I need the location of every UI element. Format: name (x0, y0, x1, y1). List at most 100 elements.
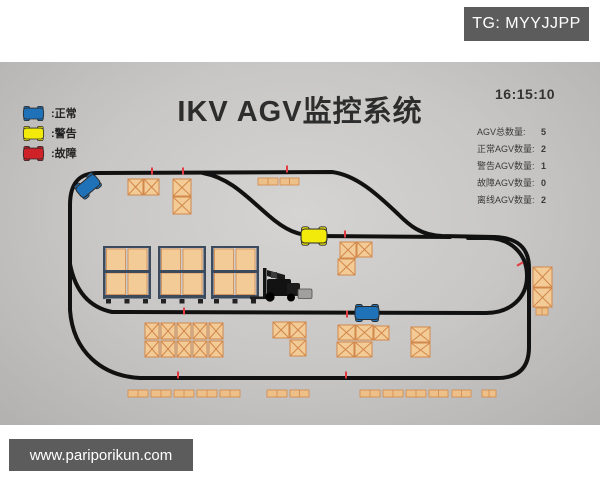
stat-label-fault: 故障AGV数量: (477, 178, 535, 188)
legend-item-normal: :正常 (20, 103, 77, 123)
crate-stacks (127, 178, 553, 358)
pallet (219, 389, 241, 398)
stat-row-normal: 正常AGV数量: 2 (477, 140, 546, 157)
station-mark (177, 371, 179, 379)
rack (211, 246, 259, 304)
crate (336, 341, 355, 358)
stat-value-warning: 1 (541, 160, 547, 171)
legend-label-fault: :故障 (51, 148, 77, 160)
status-legend: :正常 :警告 :故障 (20, 103, 77, 163)
pallet (173, 389, 195, 398)
stat-value-total: 5 (541, 126, 547, 137)
crate (373, 325, 390, 341)
agv-normal-icon (22, 105, 45, 121)
rack (103, 246, 151, 304)
stat-row-offline: 离线AGV数量: 2 (477, 191, 546, 208)
station-mark (183, 307, 185, 315)
crate (176, 322, 192, 340)
crate (208, 322, 224, 340)
agv-warning-icon (22, 125, 45, 141)
crate (144, 322, 160, 340)
crate (192, 322, 208, 340)
crate (355, 324, 374, 341)
station-mark (286, 165, 288, 173)
page-title: IKV AGV监控系统 (177, 96, 423, 128)
agv-warning (300, 226, 328, 246)
crate (143, 178, 160, 196)
crate (176, 340, 192, 358)
site-watermark-label: www.pariporikun.com (29, 446, 173, 464)
pallet (196, 389, 218, 398)
tg-banner-label: TG: MYYJJPP (472, 15, 581, 32)
pallet (405, 389, 427, 398)
pallet (289, 389, 310, 398)
crate (339, 241, 357, 259)
agv-vehicles (74, 172, 380, 322)
crate (337, 324, 356, 341)
crate (172, 196, 192, 215)
legend-label-warning: :警告 (51, 128, 77, 140)
pallet (481, 389, 497, 398)
station-mark (344, 230, 346, 238)
pallet (359, 389, 381, 398)
pallet (382, 389, 404, 398)
track-outer-loop (68, 170, 531, 380)
legend-item-warning: :警告 (20, 123, 77, 143)
agv-warning-glyph (22, 125, 45, 141)
track-inner-line (68, 236, 529, 315)
stat-label-warning: 警告AGV数量: (477, 161, 535, 171)
empty-pallets (127, 177, 549, 398)
crate (354, 341, 373, 358)
forklift-icon (250, 268, 313, 302)
crate (410, 326, 431, 343)
agv-normal (74, 172, 102, 200)
stat-row-warning: 警告AGV数量: 1 (477, 157, 546, 174)
crate (337, 258, 356, 276)
pallet (257, 177, 279, 186)
pallet (127, 389, 149, 398)
crate (289, 339, 307, 357)
clock-display: 16:15:10 (495, 86, 556, 102)
tg-banner: TG: MYYJJPP (464, 7, 589, 41)
crate (160, 340, 176, 358)
crate (272, 321, 290, 339)
pallet (428, 389, 449, 398)
stat-label-total: AGV总数量: (477, 127, 526, 137)
crate (532, 266, 553, 288)
rack (158, 246, 206, 304)
crate (356, 241, 373, 258)
pallet (279, 177, 300, 186)
pallet (451, 389, 472, 398)
stat-label-offline: 离线AGV数量: (477, 195, 535, 205)
stat-value-offline: 2 (541, 194, 547, 205)
crate (127, 178, 144, 196)
agv-normal (354, 304, 380, 322)
legend-label-normal: :正常 (51, 108, 77, 120)
pallet (150, 389, 172, 398)
stat-value-fault: 0 (541, 177, 547, 188)
crate (192, 340, 208, 358)
legend-item-fault: :故障 (20, 143, 77, 163)
station-mark (516, 261, 524, 267)
stat-label-normal: 正常AGV数量: (477, 144, 535, 154)
pallet (535, 307, 549, 316)
station-mark (345, 371, 347, 379)
crate (532, 287, 553, 308)
crate (172, 178, 192, 197)
stat-value-normal: 2 (541, 143, 547, 154)
pallet (266, 389, 288, 398)
agv-stats-panel: AGV总数量: 5 正常AGV数量: 2 警告AGV数量: 1 故障AGV数量:… (477, 123, 546, 208)
crate (410, 342, 431, 358)
crate (208, 340, 224, 358)
agv-fault-glyph (22, 145, 45, 161)
crate (289, 321, 307, 339)
agv-fault-icon (22, 145, 45, 161)
station-mark (182, 167, 184, 175)
agv-normal-glyph (22, 105, 45, 121)
storage-racks (103, 246, 259, 304)
stat-row-total: AGV总数量: 5 (477, 123, 546, 140)
station-mark (151, 167, 153, 175)
site-watermark: www.pariporikun.com (9, 439, 193, 471)
